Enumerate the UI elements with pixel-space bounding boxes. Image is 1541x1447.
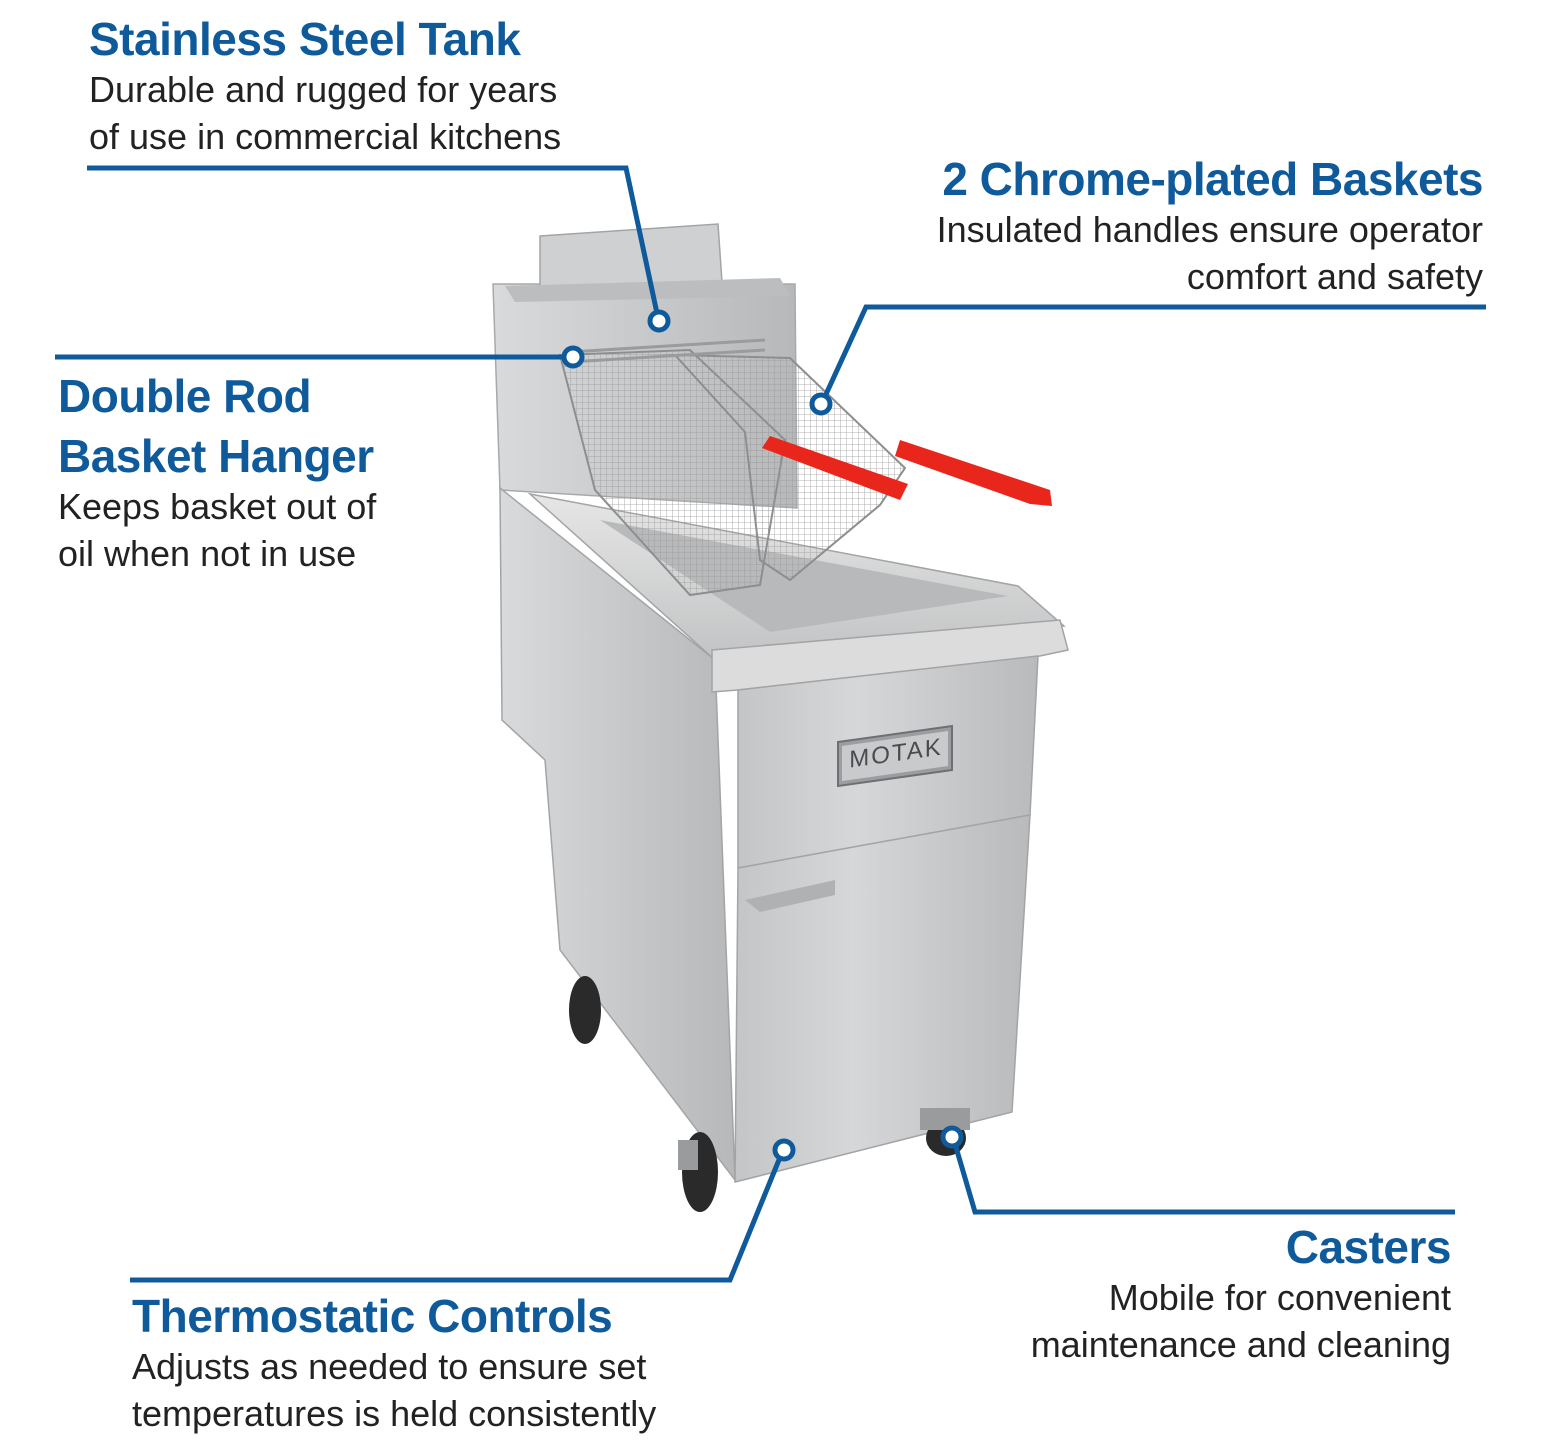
hanger-title-line1: Double Rod	[58, 370, 312, 422]
thermostat-marker	[772, 1138, 796, 1162]
hanger-title-line2: Basket Hanger	[58, 430, 374, 482]
baskets-description-line1: Insulated handles ensure operator	[936, 209, 1483, 250]
fryer-baskets	[558, 338, 1052, 597]
tank-marker	[647, 309, 671, 333]
thermostat-description-line1: Adjusts as needed to ensure set	[132, 1346, 647, 1387]
callout-dots	[561, 309, 964, 1162]
thermostat-description-line2: temperatures is held consistently	[132, 1393, 657, 1434]
thermostat-leader-line	[130, 1149, 786, 1283]
hanger-description-line2: oil when not in use	[58, 533, 357, 574]
baskets-description-line2: comfort and safety	[1186, 256, 1483, 297]
tank-description-line2: of use in commercial kitchens	[89, 116, 562, 157]
casters-description-line2: maintenance and cleaning	[1030, 1324, 1451, 1365]
casters-description-line1: Mobile for convenient	[1108, 1277, 1451, 1318]
casters-leader-line	[950, 1136, 1455, 1215]
baskets-marker	[809, 392, 833, 416]
hanger-marker	[561, 345, 585, 369]
baskets-leader-line	[819, 304, 1486, 405]
tank-title: Stainless Steel Tank	[89, 13, 521, 65]
baskets-title: 2 Chrome-plated Baskets	[942, 153, 1483, 205]
casters-marker	[940, 1125, 964, 1149]
casters-title: Casters	[1285, 1221, 1452, 1273]
thermostat-title: Thermostatic Controls	[132, 1290, 613, 1342]
tank-leader-line	[87, 165, 661, 319]
hanger-description-line1: Keeps basket out of	[58, 486, 377, 527]
callout-leaders	[55, 165, 1486, 1283]
brand-plate	[837, 724, 953, 788]
tank-description-line1: Durable and rugged for years	[89, 69, 558, 110]
